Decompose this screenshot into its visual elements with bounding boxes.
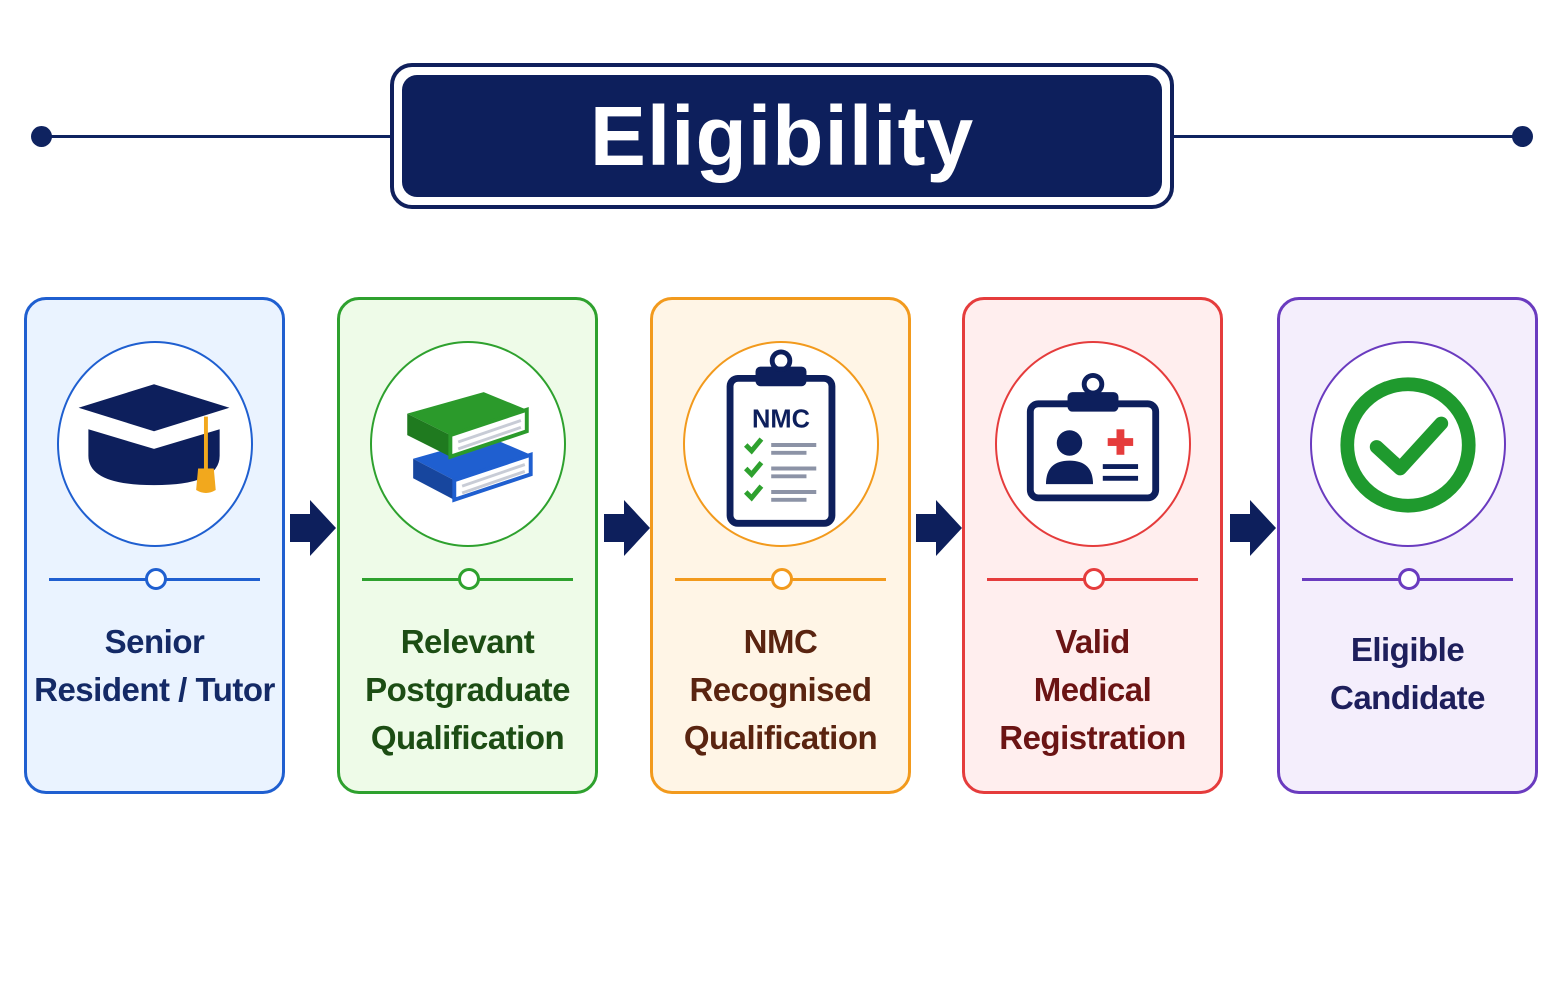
step-card-nmc: NMC NMC Recognised Qualification [650, 297, 911, 794]
step-label: Eligible Candidate [1286, 626, 1529, 722]
title-rail-right [1172, 135, 1522, 138]
step-label-line: Resident / Tutor [34, 671, 275, 708]
icon-badge [1310, 341, 1506, 547]
step-label: Senior Resident / Tutor [33, 618, 276, 714]
page-title: Eligibility [589, 89, 975, 183]
step-divider-node [1397, 568, 1420, 590]
title-banner: Eligibility [390, 63, 1174, 209]
step-label-line: NMC [743, 623, 818, 660]
step-label: Valid Medical Registration [971, 618, 1214, 762]
clipboard-nmc-text: NMC [752, 405, 810, 433]
step-label: NMC Recognised Qualification [659, 618, 902, 762]
step-label-line: Registration [999, 719, 1186, 756]
clipboard-checklist-icon: NMC [726, 349, 836, 527]
step-card-senior-resident: Senior Resident / Tutor [24, 297, 285, 794]
step-label: Relevant Postgraduate Qualification [346, 618, 589, 762]
check-circle-icon [1340, 377, 1476, 513]
step-divider-node [1082, 568, 1105, 590]
books-icon [407, 392, 533, 503]
step-divider-node [144, 568, 167, 590]
icon-badge [57, 341, 253, 547]
step-card-postgraduate: Relevant Postgraduate Qualification [337, 297, 598, 794]
step-label-line: Valid [1055, 623, 1130, 660]
step-card-eligible: Eligible Candidate [1277, 297, 1538, 794]
step-divider-node [457, 568, 480, 590]
arrow-right-icon [1230, 500, 1276, 556]
icon-badge [995, 341, 1191, 547]
icon-badge: NMC [683, 341, 879, 547]
title-rail-right-dot [1512, 126, 1533, 147]
title-banner-inner: Eligibility [402, 75, 1162, 197]
step-label-line: Candidate [1329, 679, 1486, 716]
icon-badge [370, 341, 566, 547]
step-label-line: Senior [104, 623, 205, 660]
title-rail-left-dot [31, 126, 52, 147]
step-label-line: Qualification [370, 719, 565, 756]
step-label-line: Qualification [683, 719, 878, 756]
step-label-line: Relevant [400, 623, 535, 660]
medical-id-card-icon [1026, 372, 1160, 502]
step-label-line: Eligible [1350, 631, 1465, 668]
step-label-line: Postgraduate [365, 671, 570, 708]
arrow-right-icon [604, 500, 650, 556]
arrow-right-icon [290, 500, 336, 556]
title-rail-left [42, 135, 394, 138]
step-label-line: Medical [1033, 671, 1152, 708]
step-divider-node [770, 568, 793, 590]
step-label-line: Recognised [689, 671, 872, 708]
graduation-cap-icon [78, 384, 230, 493]
step-card-registration: Valid Medical Registration [962, 297, 1223, 794]
arrow-right-icon [916, 500, 962, 556]
